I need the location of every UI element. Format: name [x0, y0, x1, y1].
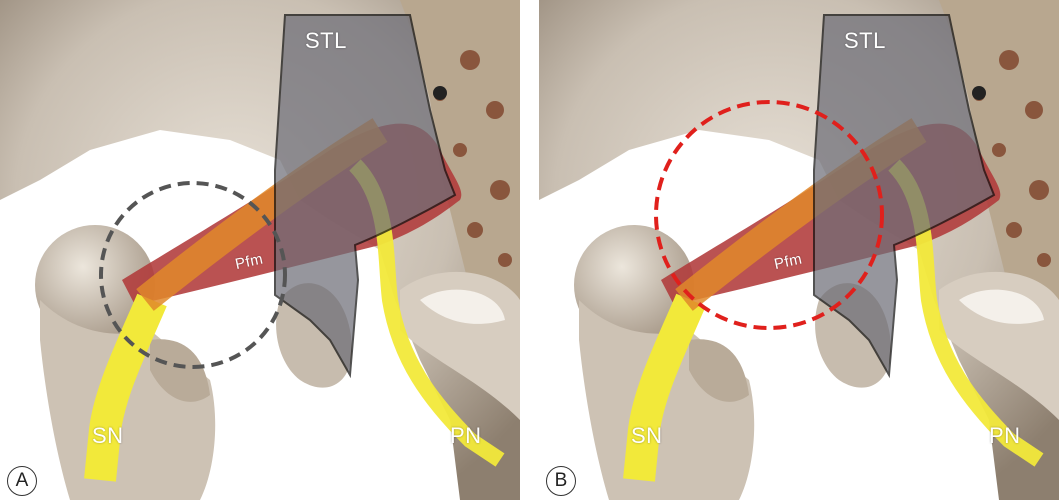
label-pn: PN	[450, 425, 482, 447]
panel-tag: A	[7, 466, 37, 496]
label-stl: STL	[844, 30, 886, 52]
sacral-foramen	[433, 86, 447, 100]
label-stl: STL	[305, 30, 347, 52]
label-sn: SN	[92, 425, 124, 447]
label-pn: PN	[989, 425, 1021, 447]
label-sn: SN	[631, 425, 663, 447]
sacral-foramen	[972, 86, 986, 100]
panel-tag: B	[546, 466, 576, 496]
panel-b: STL Pfm SN PN B	[539, 0, 1059, 500]
panel-a: STL Pfm SN PN A	[0, 0, 520, 500]
